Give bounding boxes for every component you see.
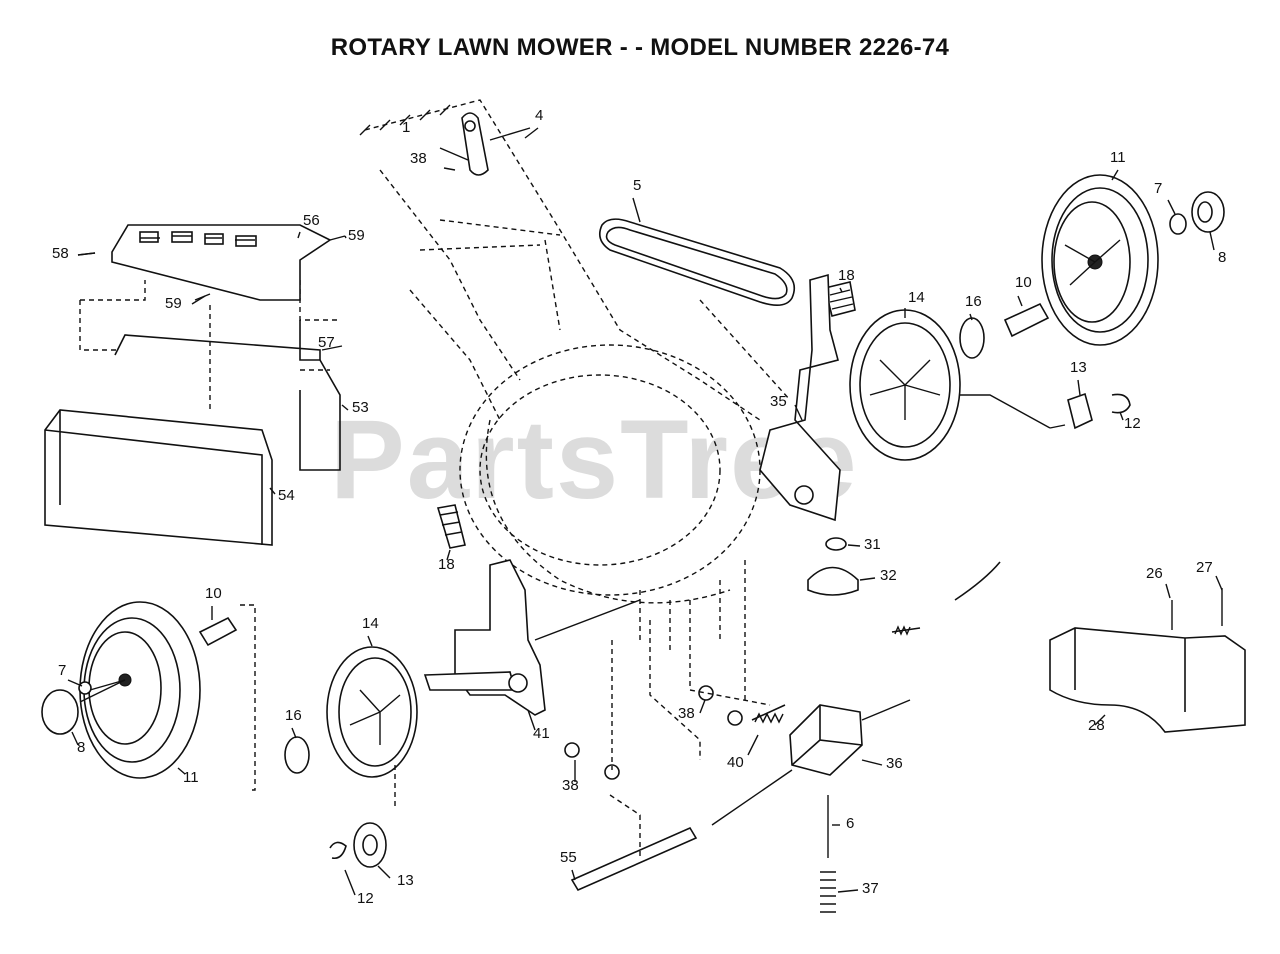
callout-label-p57: 57 [318, 334, 335, 351]
callout-label-p32: 32 [880, 567, 897, 584]
callout-label-p38b: 38 [678, 705, 695, 722]
callout-leader-p13a [1077, 379, 1081, 396]
callout-label-p11a: 11 [1110, 149, 1126, 166]
callout-label-p56: 56 [303, 212, 320, 229]
callout-label-p41: 41 [533, 725, 550, 742]
deck-outline [79, 99, 791, 700]
callout-leader-p53 [341, 404, 349, 411]
callout-leader-p26 [1165, 583, 1171, 599]
callout-label-p38a: 38 [410, 150, 427, 167]
callout-leader-p8a [1209, 231, 1215, 251]
callout-label-p12b: 12 [357, 890, 374, 907]
callout-leader-p7a [1167, 199, 1176, 215]
callout-label-p14b: 14 [362, 615, 379, 632]
callout-leader-p7b [67, 679, 83, 687]
callout-leader-p59b [191, 295, 206, 305]
callout-leader-p13b [377, 865, 391, 879]
callout-leader-p40 [747, 734, 759, 756]
callout-leader-p11a [1111, 169, 1119, 181]
callout-label-p18b: 18 [438, 556, 455, 573]
grass-bag-assembly [44, 224, 346, 546]
callout-leader-p11b [177, 767, 186, 775]
callout-leader-p12a [1119, 411, 1124, 421]
callout-leader-p56 [297, 231, 301, 239]
callout-leader-p8b [71, 731, 79, 746]
callout-leader-p58 [77, 252, 96, 256]
callout-leader-p41 [527, 709, 536, 731]
callout-label-p54: 54 [278, 487, 295, 504]
callout-leader-p55 [571, 869, 576, 881]
callout-label-p27: 27 [1196, 559, 1213, 576]
callout-label-p40: 40 [727, 754, 744, 771]
callout-leader-p14b [367, 635, 373, 647]
callout-leader-p27 [1215, 575, 1223, 591]
callout-leader-p59a [344, 235, 347, 239]
callout-label-p10b: 10 [205, 585, 222, 602]
callout-label-p36: 36 [886, 755, 903, 772]
right-wheel [1041, 174, 1225, 346]
right-drive-assembly [759, 273, 1131, 522]
drive-belt [599, 218, 796, 306]
transmission-assembly [564, 561, 1001, 913]
callout-label-p6: 6 [846, 815, 854, 832]
callout-label-p4: 4 [535, 107, 543, 124]
callout-label-p13a: 13 [1070, 359, 1087, 376]
callout-label-p5: 5 [633, 177, 641, 194]
callout-leader-p4 [524, 127, 539, 139]
callout-label-p1: 1 [402, 119, 410, 136]
callout-label-p59b: 59 [165, 295, 182, 312]
callout-label-p13b: 13 [397, 872, 414, 889]
callout-label-p7b: 7 [58, 662, 66, 679]
callout-leader-p38b [699, 699, 706, 714]
callout-leader-p28 [1094, 714, 1106, 726]
rear-discharge-chute [1049, 588, 1246, 733]
callout-label-p38c: 38 [562, 777, 579, 794]
callout-leader-p18b [446, 549, 451, 561]
callout-label-p53: 53 [352, 399, 369, 416]
callout-leader-p16b [291, 727, 297, 739]
left-drive-assembly [284, 504, 641, 778]
callout-label-p28: 28 [1088, 717, 1105, 734]
callout-label-p10a: 10 [1015, 274, 1032, 291]
callout-label-p16a: 16 [965, 293, 982, 310]
callout-leader-p57 [321, 345, 343, 351]
pulley-parts [807, 537, 859, 596]
callout-leader-p16a [969, 313, 973, 321]
callout-leader-p31 [847, 544, 861, 547]
callout-label-p16b: 16 [285, 707, 302, 724]
left-wheel [41, 601, 256, 791]
handle-bracket [359, 104, 531, 176]
callout-leader-p12b [344, 869, 356, 896]
callout-label-p31: 31 [864, 536, 881, 553]
callout-label-p11b: 11 [183, 769, 199, 786]
callout-label-p7a: 7 [1154, 180, 1162, 197]
callout-label-p18a: 18 [838, 267, 855, 284]
callout-leader-p18a [839, 287, 843, 293]
callout-label-p12a: 12 [1124, 415, 1141, 432]
callout-label-p8b: 8 [77, 739, 85, 756]
callout-label-p59a: 59 [348, 227, 365, 244]
callout-label-p35: 35 [770, 393, 787, 410]
callout-label-p37: 37 [862, 880, 879, 897]
diagram-title: ROTARY LAWN MOWER - - MODEL NUMBER 2226-… [330, 34, 950, 61]
callout-leader-p37 [837, 889, 859, 893]
callout-label-p58: 58 [52, 245, 69, 262]
left-gear [329, 765, 396, 868]
callout-leader-p32 [859, 577, 876, 581]
callout-leader-p54 [269, 487, 276, 495]
callout-leader-p35 [794, 404, 803, 421]
callout-label-p14a: 14 [908, 289, 925, 306]
callout-leader-p1 [439, 147, 469, 161]
callout-leader-p10a [1017, 295, 1023, 307]
callout-label-p55: 55 [560, 849, 577, 866]
callout-leader-p5 [632, 197, 641, 223]
callout-label-p8a: 8 [1218, 249, 1226, 266]
callout-label-p26: 26 [1146, 565, 1163, 582]
callout-leader-p36 [861, 759, 883, 766]
callout-leader-p38a [443, 167, 456, 171]
